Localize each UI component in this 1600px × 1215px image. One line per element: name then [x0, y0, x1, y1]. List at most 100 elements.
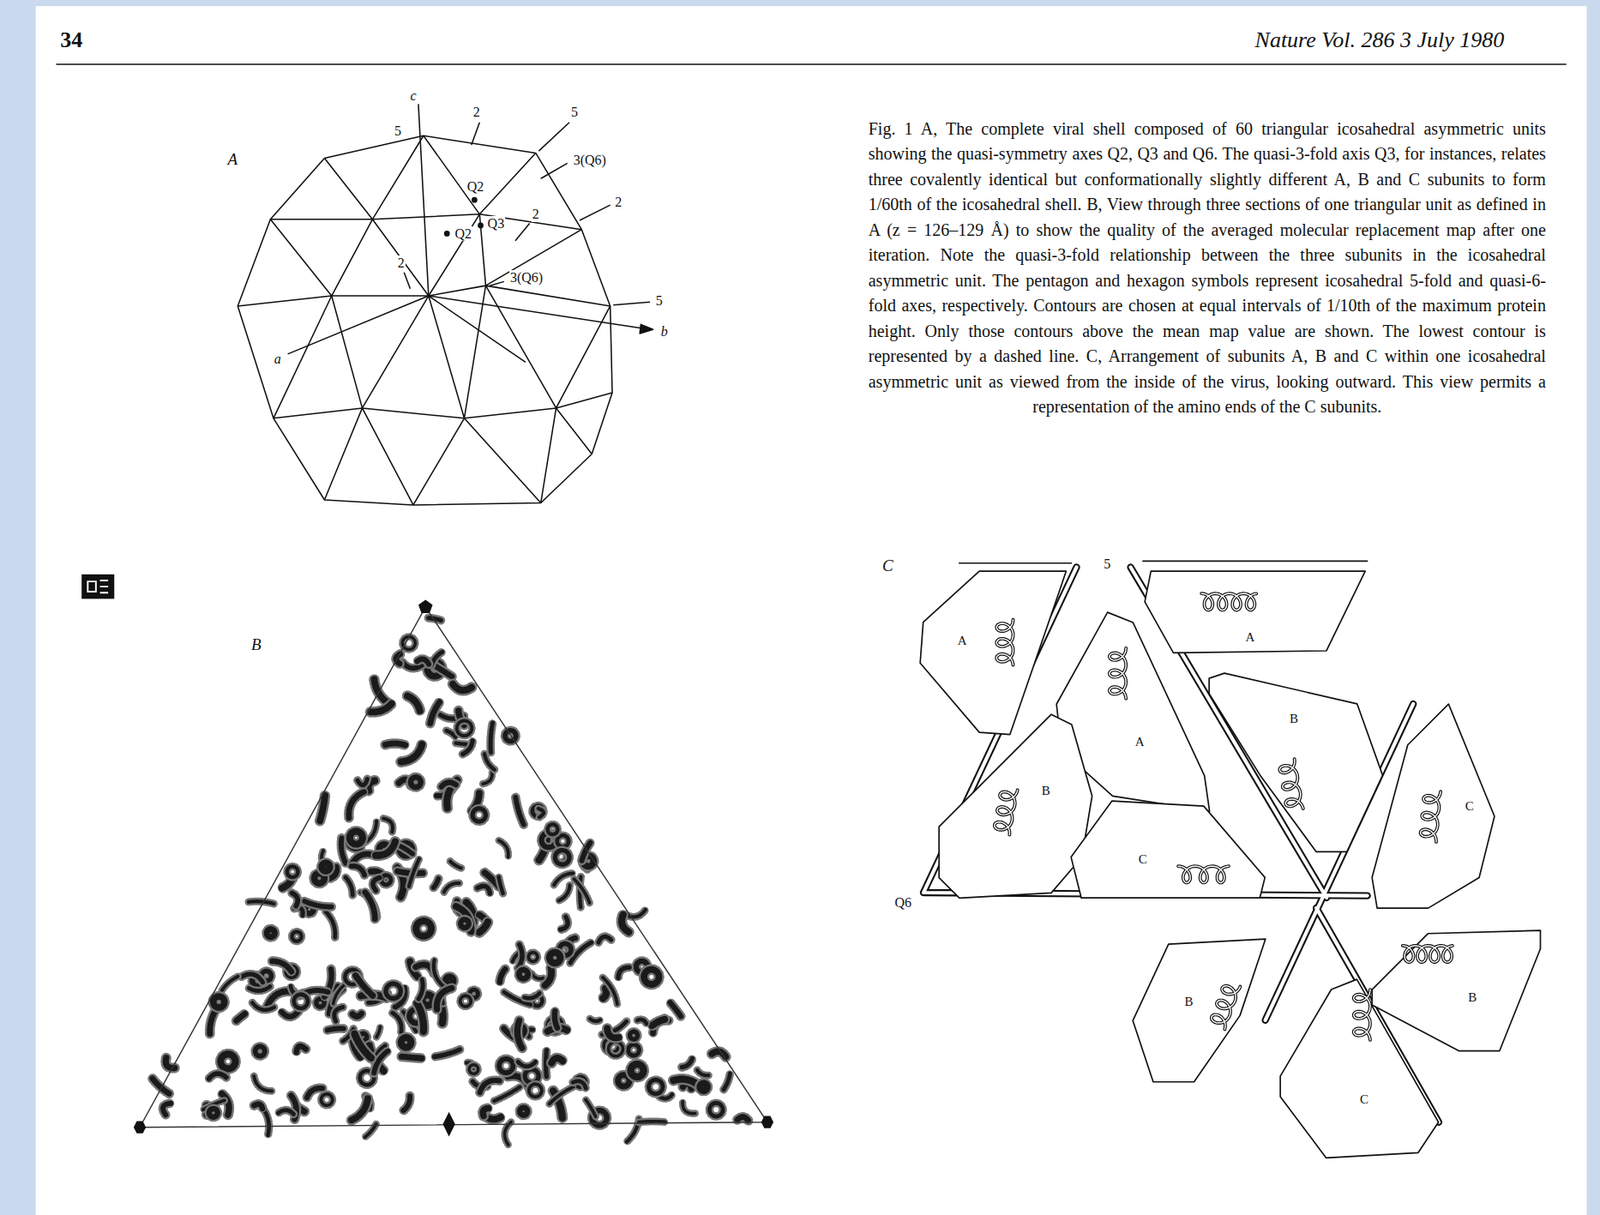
density-contour	[334, 1007, 343, 1023]
density-speckle	[410, 776, 422, 788]
subunit-shape: B	[1365, 924, 1547, 1058]
density-speckle	[334, 1007, 343, 1023]
density-contour	[306, 1088, 323, 1098]
page-number: 34	[59, 28, 84, 54]
density-speckle	[669, 1002, 681, 1017]
density-speckle	[415, 920, 432, 937]
density-contour	[327, 1028, 344, 1031]
density-contour	[618, 967, 630, 979]
helix-core	[997, 619, 1014, 666]
subunit-outline	[1126, 932, 1272, 1089]
density-contour	[499, 877, 504, 894]
density-contour	[253, 1076, 272, 1091]
panel-letter: C	[881, 557, 895, 576]
density-speckle	[499, 877, 504, 894]
density-contour	[373, 679, 389, 704]
density-contour	[444, 883, 460, 893]
density-speckle	[354, 974, 373, 996]
density-speckle	[327, 1028, 344, 1031]
density-speckle	[460, 919, 469, 927]
axis-lines	[288, 103, 644, 362]
figure-caption: Fig. 1 A, The complete viral shell compo…	[868, 116, 1546, 421]
subunit-shape: A	[914, 565, 1072, 741]
density-contour	[709, 1102, 723, 1117]
density-speckle	[737, 1117, 749, 1121]
density-speckle	[350, 866, 365, 876]
density-speckle	[545, 968, 553, 987]
density-speckle	[551, 1058, 563, 1064]
density-contour	[457, 721, 472, 736]
density-contour	[621, 914, 629, 933]
density-contour	[325, 911, 336, 938]
subunit-polygon	[1071, 800, 1266, 898]
density-contour	[490, 721, 494, 752]
density-contour	[220, 1053, 235, 1069]
density-contour	[651, 1019, 665, 1026]
density-contour	[267, 991, 294, 1006]
density-contour	[272, 961, 292, 972]
density-speckle	[607, 1028, 620, 1038]
journal-header: Nature Vol. 286 3 July 1980	[1254, 28, 1506, 54]
density-speckle	[373, 679, 389, 704]
density-contour	[515, 797, 524, 825]
hexagon-symbol	[133, 1121, 146, 1134]
density-contour	[628, 1044, 640, 1056]
density-speckle	[376, 1026, 381, 1038]
density-speckle	[554, 1010, 558, 1029]
density-contour	[643, 969, 659, 985]
density-contour	[433, 878, 440, 888]
density-speckle	[505, 1121, 512, 1145]
density-speckle	[523, 992, 540, 999]
density-speckle	[444, 883, 460, 893]
density-contour	[517, 1061, 536, 1067]
density-contour	[351, 1098, 368, 1120]
density-contour	[589, 1018, 602, 1022]
density-speckle	[484, 753, 495, 770]
density-contour	[630, 1031, 638, 1040]
density-contour	[517, 944, 523, 969]
density-contour	[401, 1037, 411, 1047]
density-contour	[532, 805, 544, 817]
shell-outline	[237, 135, 613, 506]
density-contour	[477, 885, 491, 895]
density-speckle	[559, 916, 568, 930]
subunit-shape: C	[1274, 973, 1445, 1165]
density-contour	[296, 1046, 307, 1053]
shell-facets	[237, 135, 613, 506]
density-speckle	[517, 1020, 523, 1048]
density-contour	[493, 1087, 520, 1101]
density-speckle	[589, 1018, 602, 1022]
density-contour	[585, 1099, 596, 1117]
density-contour	[463, 739, 474, 754]
density-speckle	[450, 861, 462, 869]
header-rule	[55, 63, 1566, 66]
density-speckle	[348, 791, 365, 818]
subunit-shape: B	[1126, 932, 1272, 1089]
density-speckle	[384, 743, 406, 746]
density-speckle	[345, 877, 353, 896]
density-speckle	[220, 1053, 235, 1069]
density-speckle	[681, 1058, 692, 1067]
density-contour	[699, 1082, 708, 1091]
density-speckle	[385, 983, 401, 999]
axis-arrowhead	[639, 324, 653, 334]
symmetry-axis-label: 3(Q6)	[509, 270, 544, 286]
density-contour	[737, 1117, 749, 1121]
symmetry-axis-label: 2	[472, 104, 482, 121]
density-contour	[608, 1041, 624, 1057]
density-speckle	[457, 721, 472, 736]
density-speckle	[294, 994, 308, 1009]
density-contour	[433, 1049, 460, 1057]
subunit-letter: C	[1359, 1093, 1369, 1107]
density-contour	[669, 1002, 681, 1017]
density-contour	[252, 1002, 274, 1010]
density-speckle	[267, 991, 294, 1006]
density-speckle	[574, 878, 590, 903]
density-speckle	[357, 778, 367, 785]
page-sheet	[36, 6, 1588, 1215]
density-speckle	[530, 972, 543, 979]
density-speckle	[364, 1124, 377, 1138]
subunit-shape: A	[1138, 565, 1372, 659]
density-speckle	[517, 1061, 536, 1067]
density-contour	[682, 1100, 696, 1114]
